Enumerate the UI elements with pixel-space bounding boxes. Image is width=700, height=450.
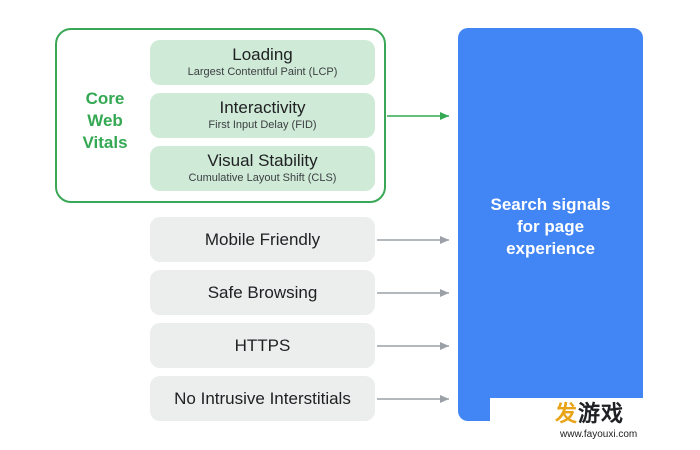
signal-mobile-friendly: Mobile Friendly [150, 217, 375, 262]
search-signals-box: Search signals for page experience [458, 28, 643, 421]
watermark-url: www.fayouxi.com [560, 429, 638, 440]
metric-title: Loading [232, 45, 293, 64]
metric-subtitle: Largest Contentful Paint (LCP) [187, 66, 338, 78]
core-web-vitals-label: Core Web Vitals [82, 89, 128, 152]
metric-interactivity: Interactivity First Input Delay (FID) [150, 93, 375, 138]
metric-loading: Loading Largest Contentful Paint (LCP) [150, 40, 375, 85]
signal-safe-browsing: Safe Browsing [150, 270, 375, 315]
signal-no-intrusive-interstitials: No Intrusive Interstitials [150, 376, 375, 421]
metric-title: Visual Stability [207, 151, 318, 170]
metric-visual-stability: Visual Stability Cumulative Layout Shift… [150, 146, 375, 191]
watermark-backdrop [490, 398, 655, 446]
watermark-logo-accent: 发 [555, 402, 579, 427]
metric-title: Interactivity [219, 98, 306, 117]
metric-subtitle: Cumulative Layout Shift (CLS) [188, 172, 337, 184]
watermark-logo-rest: 游戏 [578, 402, 625, 427]
search-signals-label: Search signals for page experience [490, 195, 611, 258]
watermark-logo: 发游戏 [555, 402, 655, 428]
signal-https: HTTPS [150, 323, 375, 368]
metric-subtitle: First Input Delay (FID) [208, 119, 317, 131]
